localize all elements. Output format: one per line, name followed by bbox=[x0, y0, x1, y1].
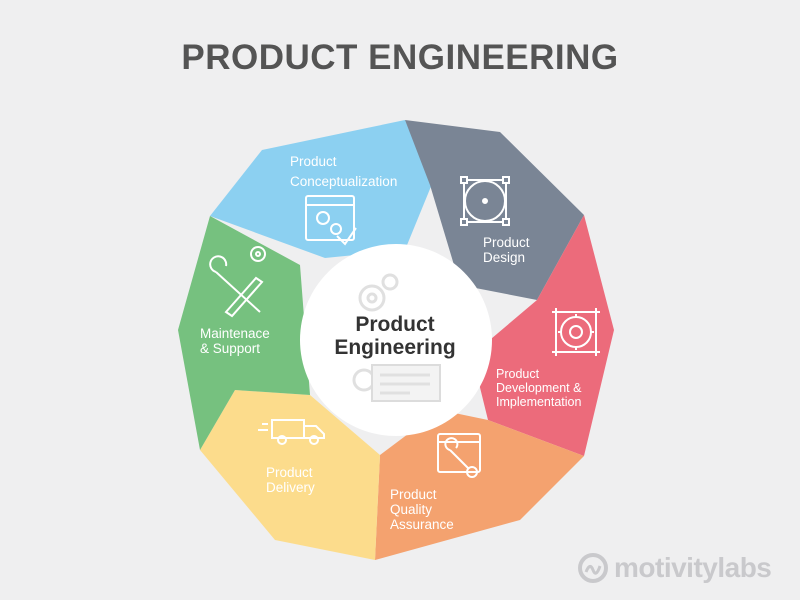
page-title: PRODUCT ENGINEERING bbox=[181, 38, 619, 77]
gears-window-icon bbox=[305, 195, 357, 246]
center-circle bbox=[300, 244, 492, 436]
center-gears-icon bbox=[352, 273, 441, 402]
gear-blueprint-icon bbox=[552, 308, 600, 356]
segment-conceptualization bbox=[210, 120, 432, 258]
segment-development bbox=[472, 215, 614, 456]
wrench-window-icon bbox=[437, 433, 481, 478]
segment-maintenance bbox=[178, 216, 310, 450]
segment-design bbox=[405, 120, 584, 300]
wrench-screwdriver-icon bbox=[209, 246, 266, 318]
segment-delivery bbox=[200, 390, 380, 560]
segment-quality bbox=[375, 410, 584, 560]
brand-mark-icon bbox=[578, 553, 608, 583]
label-maintenance: Maintenace& Support bbox=[200, 326, 270, 356]
delivery-van-icon bbox=[258, 419, 325, 445]
brand-logo: motivitylabs bbox=[578, 552, 772, 584]
brand-name: motivitylabs bbox=[614, 552, 772, 583]
vector-design-icon bbox=[460, 176, 510, 226]
